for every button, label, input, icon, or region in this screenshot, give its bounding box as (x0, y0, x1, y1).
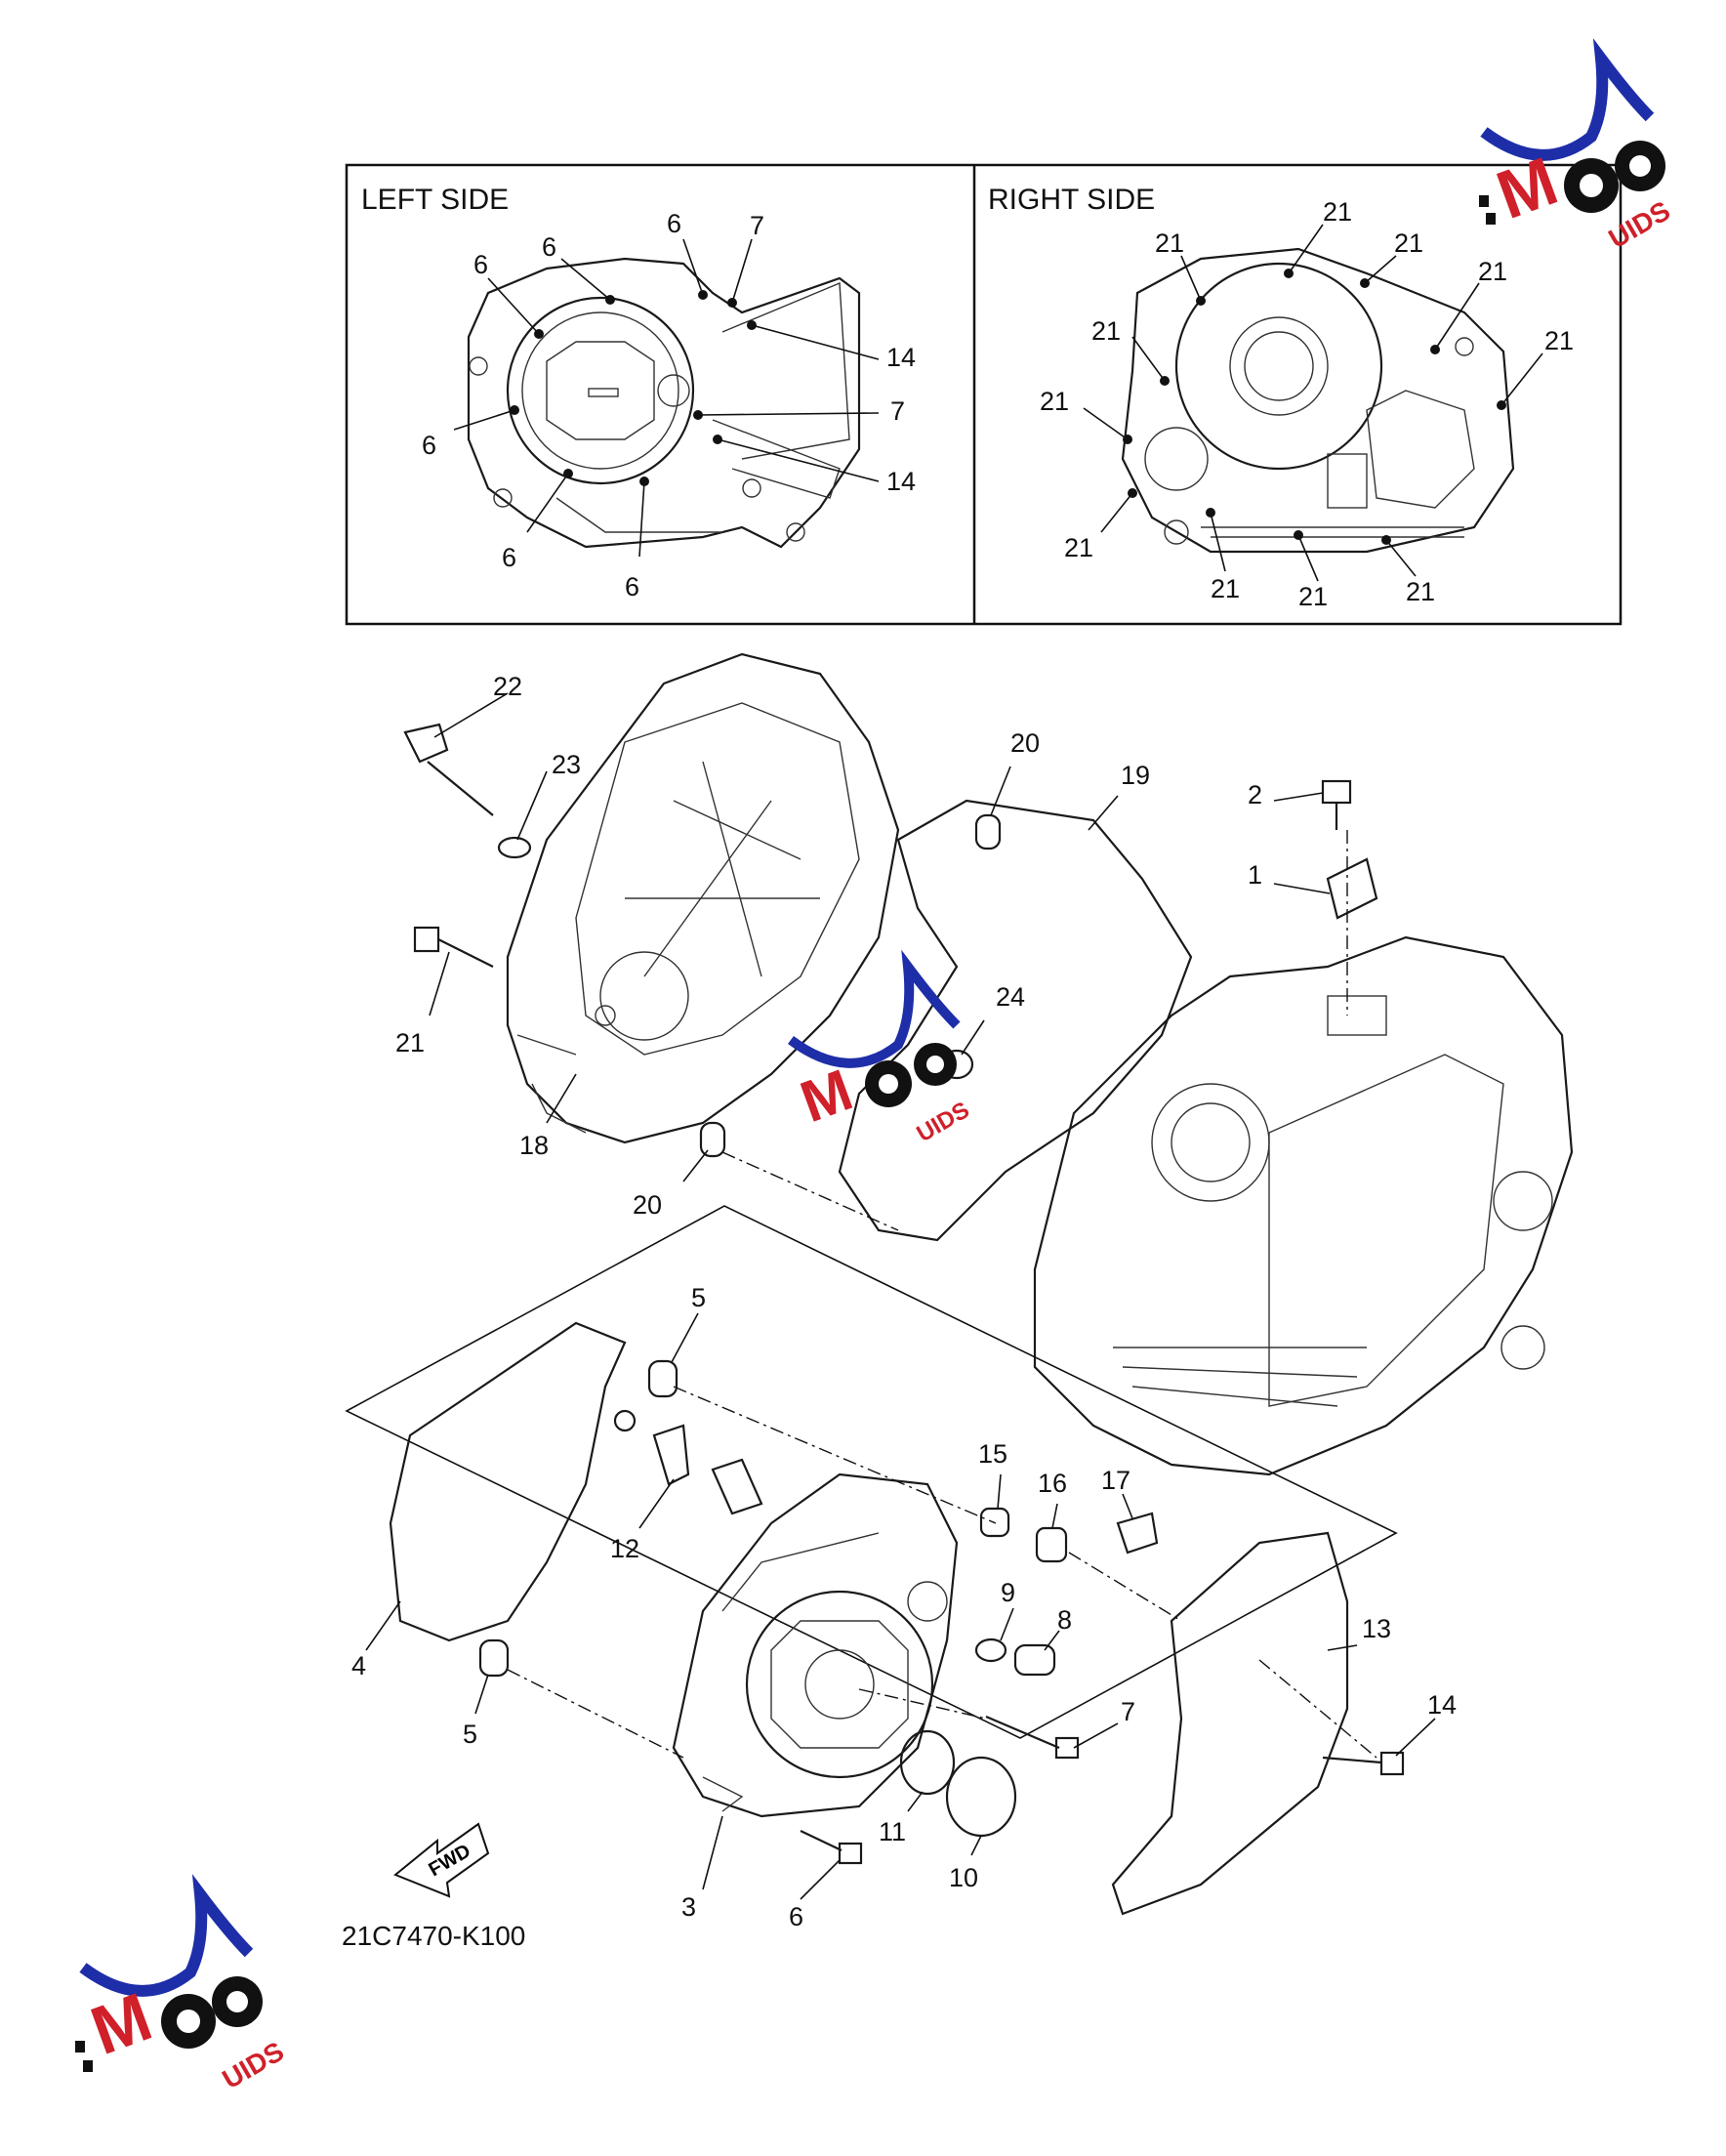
gasket-19 (838, 799, 1193, 1242)
left-label: 6 (667, 209, 681, 238)
part-label-11: 11 (879, 1817, 906, 1846)
assembly-boundary (345, 1205, 1398, 1739)
part-label-5: 5 (463, 1720, 477, 1749)
part-label-2: 2 (1248, 780, 1262, 809)
inset-frame (345, 163, 1623, 626)
right-label: 21 (1406, 577, 1435, 606)
part-label-20: 20 (1010, 728, 1040, 758)
part-label-15: 15 (978, 1439, 1007, 1469)
part-label-6: 6 (789, 1902, 803, 1931)
left-label: 6 (625, 572, 639, 601)
diagram-code: 21C7470-K100 (342, 1921, 525, 1951)
part-label-3: 3 (681, 1892, 696, 1922)
moto-guids-logo-icon: M UIDS (788, 949, 974, 1147)
left-label: 6 (422, 431, 436, 460)
left-label: 6 (473, 250, 488, 279)
svg-text:UIDS: UIDS (913, 1097, 974, 1147)
part-label-4: 4 (351, 1651, 366, 1680)
right-side-cover-drawing (1121, 247, 1515, 554)
part-label-7: 7 (1121, 1697, 1135, 1726)
right-label: 21 (1091, 316, 1121, 346)
right-crankcase-cover (506, 652, 900, 1144)
part-label-8: 8 (1057, 1605, 1072, 1635)
part-label-1: 1 (1248, 860, 1262, 890)
part-label-22: 22 (493, 672, 522, 701)
part-label-24: 24 (996, 982, 1025, 1012)
moto-guids-logo-icon: M UIDS (75, 1874, 289, 2094)
left-crankcase-cover (672, 1472, 959, 1818)
forward-label: FWD (426, 1841, 474, 1882)
gasket-4 (389, 1321, 627, 1642)
part-leaders (365, 692, 1436, 1900)
alignment-lines (507, 830, 1377, 1759)
right-label: 21 (1040, 387, 1069, 416)
right-side-title: RIGHT SIDE (988, 184, 1155, 216)
part-label-14: 14 (1427, 1690, 1457, 1720)
part-label-19: 19 (1121, 761, 1150, 790)
right-label: 21 (1323, 197, 1352, 227)
left-label: 6 (502, 543, 516, 572)
part-label-18: 18 (519, 1131, 549, 1160)
right-label: 21 (1211, 574, 1240, 603)
sprocket-cover (1111, 1531, 1349, 1916)
svg-text:UIDS: UIDS (1604, 195, 1675, 254)
part-label-12: 12 (610, 1534, 639, 1563)
crankcase-body (1033, 935, 1574, 1476)
right-label: 21 (1478, 257, 1507, 286)
right-label: 21 (1298, 582, 1328, 611)
part-label-21: 21 (395, 1028, 425, 1057)
part-label-9: 9 (1001, 1578, 1015, 1607)
svg-text:UIDS: UIDS (218, 2036, 289, 2094)
forward-arrow-icon: FWD (393, 1822, 490, 1898)
left-label: 7 (890, 396, 905, 426)
left-label: 14 (886, 467, 916, 496)
part-label-20: 20 (633, 1190, 662, 1220)
right-label: 21 (1544, 326, 1574, 355)
part-label-10: 10 (949, 1863, 978, 1892)
right-label: 21 (1064, 533, 1093, 562)
right-label: 21 (1394, 228, 1423, 258)
part-label-5: 5 (691, 1283, 706, 1312)
part-label-17: 17 (1101, 1466, 1130, 1495)
part-label-23: 23 (552, 750, 581, 779)
right-inset-leaders (1083, 224, 1543, 582)
right-label: 21 (1155, 228, 1184, 258)
left-label: 14 (886, 343, 916, 372)
part-label-16: 16 (1038, 1469, 1067, 1498)
left-label: 6 (542, 232, 556, 262)
left-inset-leaders (453, 238, 880, 558)
moto-guids-logo-icon: M UIDS (1479, 38, 1675, 254)
part-label-13: 13 (1362, 1614, 1391, 1643)
left-side-title: LEFT SIDE (361, 184, 509, 216)
left-label: 7 (750, 211, 764, 240)
left-side-cover-drawing (467, 257, 861, 549)
svg-text:M: M (793, 1057, 861, 1135)
